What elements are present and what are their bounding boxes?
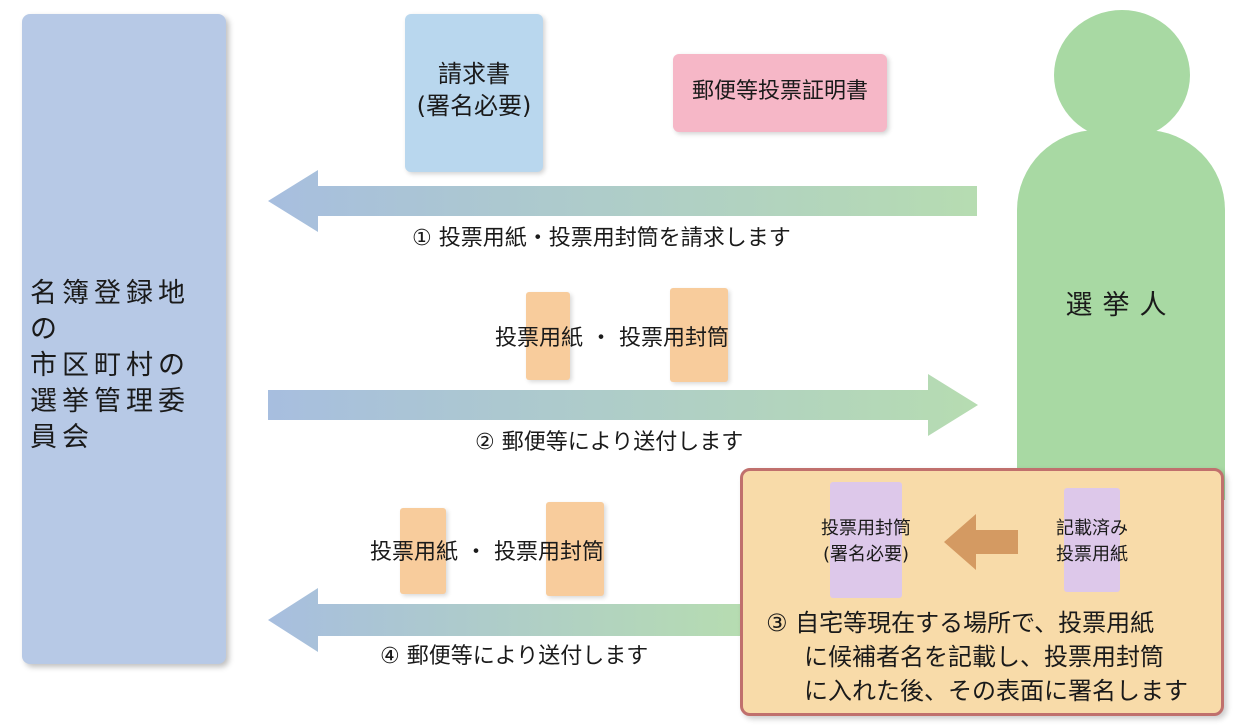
filled-ballot-label: 記載済み 投票用紙: [1040, 516, 1144, 568]
step-3-description: ③ 自宅等現在する場所で、投票用紙 に候補者名を記載し、投票用封筒 に入れた後、…: [766, 606, 1216, 708]
request-document-line-1: 請求書: [438, 60, 510, 88]
ballot-envelope-outbound: [670, 288, 728, 382]
step-3-line-1: ③ 自宅等現在する場所で、投票用紙: [766, 609, 1155, 637]
postal-voting-certificate-label: 郵便等投票証明書: [691, 79, 868, 104]
election-committee-box: [22, 14, 226, 664]
return-items-label: 投票用紙 ・ 投票用封筒: [370, 540, 604, 565]
election-committee-label: 名簿登録地の 市区町村の 選挙管理委員会: [30, 276, 220, 456]
step-3-line-2: に候補者名を記載し、投票用封筒: [804, 643, 1164, 671]
voter-body: [1017, 130, 1225, 500]
step-1-label: ① 投票用紙・投票用封筒を請求します: [412, 226, 791, 251]
step-2-label: ② 郵便等により送付します: [475, 430, 744, 455]
insert-arrow-icon: [944, 514, 1018, 570]
step-4-label: ④ 郵便等により送付します: [380, 644, 649, 669]
request-arrow: [268, 170, 977, 232]
step-3-line-3: に入れた後、その表面に署名します: [804, 677, 1188, 705]
committee-line-1: 名簿登録地の: [30, 278, 190, 345]
signed-envelope-line-1: 投票用封筒: [821, 518, 911, 539]
send-arrow: [268, 374, 978, 436]
postal-voting-certificate-card: [673, 54, 887, 132]
step-3-box: [740, 468, 1224, 716]
committee-line-3: 選挙管理委員会: [30, 386, 190, 453]
outbound-items-label: 投票用紙 ・ 投票用封筒: [495, 326, 729, 351]
voter-head: [1054, 10, 1190, 140]
request-document-card: [405, 14, 543, 172]
filled-ballot-line-2: 投票用紙: [1056, 544, 1128, 565]
signed-envelope-label: 投票用封筒 (署名必要): [800, 516, 932, 568]
ballot-paper-outbound: [526, 292, 570, 380]
request-document-line-2: (署名必要): [416, 92, 532, 120]
signed-envelope-line-2: (署名必要): [822, 544, 910, 565]
committee-line-2: 市区町村の: [30, 350, 190, 381]
voter-label: 選挙人: [1065, 290, 1177, 321]
signed-envelope-card: [830, 482, 902, 598]
ballot-envelope-return: [546, 502, 604, 596]
return-arrow: [268, 588, 740, 652]
ballot-paper-return: [400, 508, 446, 594]
request-document-label: 請求書 (署名必要): [405, 58, 543, 122]
filled-ballot-line-1: 記載済み: [1056, 518, 1128, 539]
filled-ballot-card: [1064, 488, 1120, 592]
